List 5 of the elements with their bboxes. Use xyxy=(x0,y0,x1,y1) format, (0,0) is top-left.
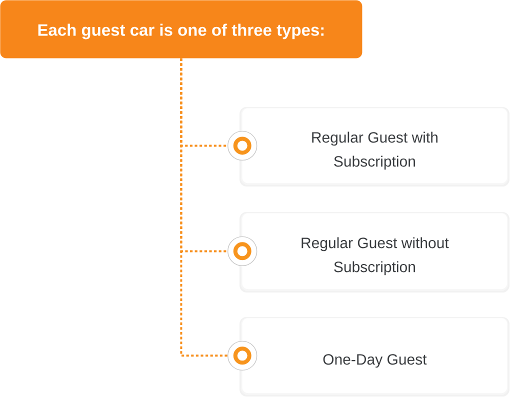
option-card: Regular Guest with Subscription xyxy=(240,107,510,186)
option-card: One-Day Guest xyxy=(240,316,510,396)
dotted-connector xyxy=(180,58,258,371)
heading-box: Each guest car is one of three types: xyxy=(0,0,362,58)
option-card: Regular Guest without Subscription xyxy=(240,212,510,292)
